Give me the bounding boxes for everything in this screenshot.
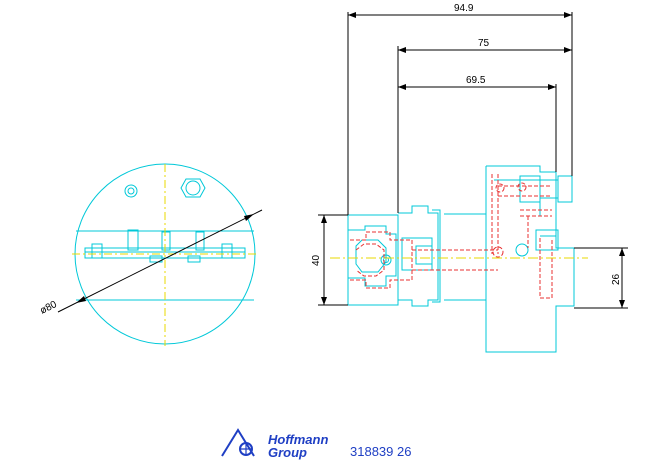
- diameter-arrow-2: [244, 214, 254, 221]
- end-view-small-hole-inner: [127, 187, 135, 195]
- end-view-hex-bolt: [180, 178, 206, 198]
- logo-line1: Hoffmann: [268, 432, 328, 447]
- side-view: [330, 165, 588, 353]
- dim-94-9-label: 94.9: [454, 3, 474, 14]
- side-view-hidden-lines: [350, 174, 553, 299]
- part-number: 318839 26: [350, 444, 411, 459]
- dim-75-label: 75: [478, 38, 490, 49]
- end-view: ø80: [38, 163, 263, 346]
- dim-26-label: 26: [611, 273, 622, 285]
- hoffmann-logo: Hoffmann Group: [221, 428, 328, 460]
- dim-40-label: 40: [311, 254, 322, 266]
- dimensions: [318, 12, 628, 309]
- end-view-small-hole: [124, 184, 138, 198]
- diameter-label: ø80: [38, 299, 59, 317]
- diameter-arrow-1: [76, 296, 86, 303]
- diameter-dimension-line: [57, 209, 263, 313]
- dimension-arrows: [321, 12, 625, 308]
- logo-line2: Group: [268, 445, 307, 460]
- end-view-hex-bolt-circle: [185, 180, 201, 196]
- dim-69-5-label: 69.5: [466, 75, 486, 86]
- hoffmann-logo-icon: [221, 428, 255, 457]
